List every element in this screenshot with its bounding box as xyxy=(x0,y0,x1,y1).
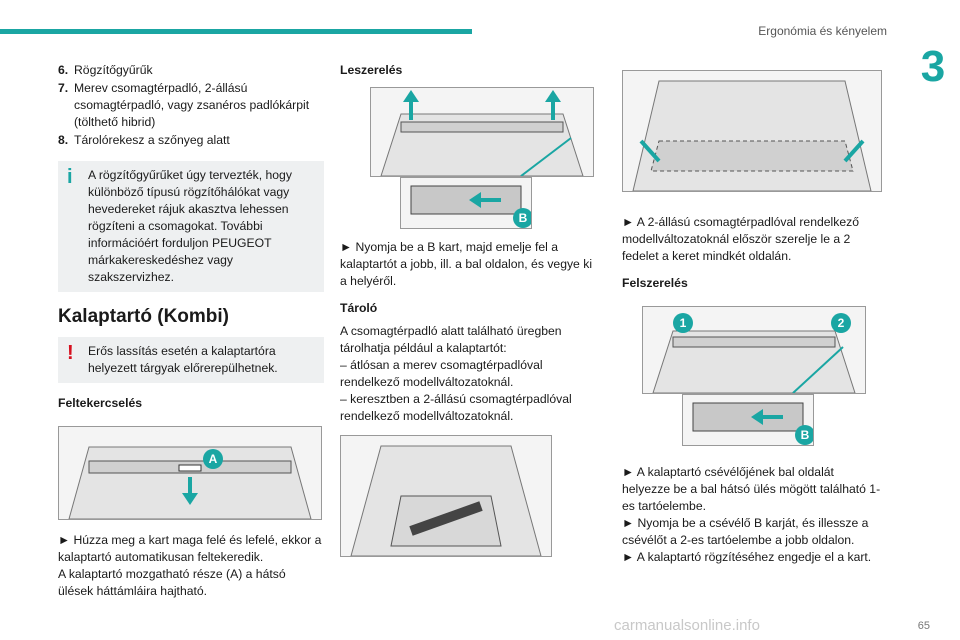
item-number: 6. xyxy=(58,63,69,77)
trunk-illustration xyxy=(380,90,584,176)
paragraph: A kalaptartó mozgatható része (A) a háts… xyxy=(58,567,286,598)
paragraph: ► Nyomja be a csévélő B karját, és illes… xyxy=(622,516,869,547)
page-number: 65 xyxy=(917,620,930,632)
trunk-storage-illustration xyxy=(350,445,542,556)
list-item: 7. Merev csomagtérpadló, 2-állású csomag… xyxy=(58,80,324,131)
illustration-install-trunk: 1 2 xyxy=(642,306,866,394)
illustration-lever-b: B xyxy=(400,177,532,229)
info-icon: i xyxy=(67,166,73,188)
paragraph: ► A 2-állású csomagtérpadlóval rendelkez… xyxy=(622,215,859,263)
section-header: Ergonómia és kényelem xyxy=(758,24,887,38)
illustration-removal-trunk xyxy=(370,87,594,177)
column-1: 6. Rögzítőgyűrűk 7. Merev csomagtérpadló… xyxy=(58,62,324,600)
chapter-number: 3 xyxy=(906,44,960,90)
paragraph: ► A kalaptartó csévélőjének bal oldalát … xyxy=(622,465,881,513)
list-item: 6. Rögzítőgyűrűk xyxy=(58,62,324,79)
marker-b: B xyxy=(513,208,531,228)
paragraph: ► Nyomja be a B kart, majd emelje fel a … xyxy=(340,240,593,288)
trunk-illustration xyxy=(68,446,312,519)
subheading-removal: Leszerelés xyxy=(340,63,403,77)
illustration-storage xyxy=(340,435,552,557)
paragraph: – átlósan a merev csomagtérpadlóval rend… xyxy=(340,358,543,389)
warning-icon: ! xyxy=(67,342,74,364)
marker-2: 2 xyxy=(831,313,851,333)
item-text: Rögzítőgyűrűk xyxy=(74,63,153,77)
paragraph: ► Húzza meg a kart maga felé és lefelé, … xyxy=(58,533,322,564)
subheading-storage: Tároló xyxy=(340,301,378,315)
info-note-text: A rögzítőgyűrűket úgy tervezték, hogy kü… xyxy=(88,168,292,284)
column-3: ► A 2-állású csomagtérpadlóval rendelkez… xyxy=(622,62,884,566)
marker-1: 1 xyxy=(673,313,693,333)
paragraph: ► A kalaptartó rögzítéséhez engedje el a… xyxy=(622,550,872,564)
watermark: carmanualsonline.info xyxy=(614,617,760,634)
column-2: Leszerelés B ► Nyomja be a B kart, majd … xyxy=(340,62,602,557)
item-number: 7. xyxy=(58,81,69,95)
trunk-floor-illustration xyxy=(632,80,872,191)
warning-note-text: Erős lassítás esetén a kalaptartóra hely… xyxy=(88,344,278,375)
illustration-lever-b: B xyxy=(682,394,814,446)
item-number: 8. xyxy=(58,133,69,147)
section-title: Kalaptartó (Kombi) xyxy=(58,306,229,327)
item-text: Tárolórekesz a szőnyeg alatt xyxy=(74,133,230,147)
lever-illustration xyxy=(410,185,522,215)
subheading-install: Felszerelés xyxy=(622,276,688,290)
info-note: i A rögzítőgyűrűket úgy tervezték, hogy … xyxy=(58,161,324,292)
paragraph: – keresztben a 2-állású csomagtérpadlóva… xyxy=(340,392,572,423)
illustration-two-position-floor xyxy=(622,70,882,192)
paragraph: A csomagtérpadló alatt található üregben… xyxy=(340,324,562,355)
illustration-roll-up: A xyxy=(58,426,322,520)
lever-illustration xyxy=(692,402,804,432)
list-item: 8. Tárolórekesz a szőnyeg alatt xyxy=(58,132,324,149)
subheading-rolling: Feltekercselés xyxy=(58,396,143,410)
warning-note: ! Erős lassítás esetén a kalaptartóra he… xyxy=(58,337,324,383)
header-accent-bar xyxy=(0,29,472,34)
item-text: Merev csomagtérpadló, 2-állású csomagtér… xyxy=(74,81,310,129)
marker-a: A xyxy=(203,449,223,469)
marker-b: B xyxy=(795,425,813,445)
